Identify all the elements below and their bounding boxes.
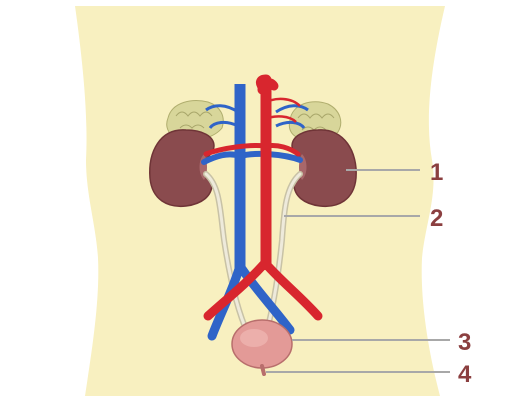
- label-1: 1: [430, 159, 443, 186]
- label-3: 3: [458, 329, 471, 356]
- label-4: 4: [458, 361, 472, 388]
- label-2: 2: [430, 205, 443, 232]
- bladder-highlight: [240, 329, 268, 347]
- aorta: [261, 80, 266, 270]
- urethra: [262, 366, 264, 374]
